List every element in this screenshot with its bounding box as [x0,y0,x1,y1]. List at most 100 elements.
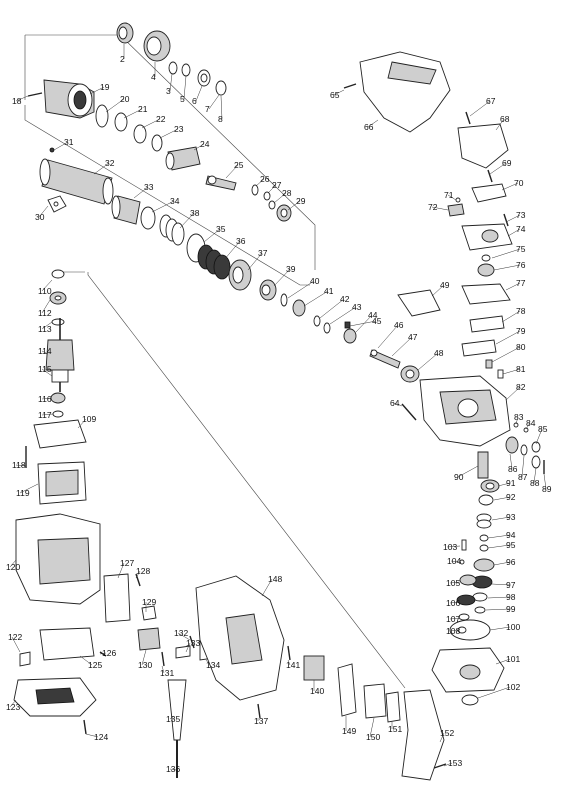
callout-label-89: 89 [542,484,552,494]
callout-label-31: 31 [64,137,74,147]
leader-line-40 [287,280,315,299]
leader-line-83 [515,416,519,425]
leader-line-113 [41,321,53,330]
part-87-ring [520,444,528,456]
callout-label-39: 39 [286,264,296,274]
leader-line-75 [491,248,521,259]
callout-label-25: 25 [234,160,244,170]
leader-line-92 [493,496,511,501]
part-85-ring [531,441,541,453]
callout-label-19: 19 [100,82,110,92]
leader-line-36 [223,240,241,261]
callout-label-152: 152 [440,728,454,738]
callout-label-136: 136 [166,764,180,774]
callout-label-86: 86 [508,464,518,474]
leader-line-98 [487,596,511,599]
callout-label-94: 94 [506,530,516,540]
part-112-bearing [49,291,67,305]
callout-label-85: 85 [538,424,548,434]
leader-line-68 [495,118,505,131]
part-124-screw [83,719,87,735]
part-101-gear-plate [431,647,505,693]
leader-line-152 [439,732,445,743]
leader-line-88 [533,467,537,484]
callout-label-126: 126 [102,648,116,658]
leader-line-67 [469,100,491,117]
leader-line-21 [123,108,143,119]
part-107-ring [458,613,470,621]
leader-line-38 [179,212,195,229]
leader-line-99 [485,608,511,611]
part-26-ring [251,184,259,196]
part-152-handle-cover [401,689,445,781]
leader-line-95 [487,544,511,549]
leader-line-26 [255,178,265,187]
callout-label-41: 41 [324,286,334,296]
callout-label-129: 129 [142,597,156,607]
leader-line-27 [267,184,277,194]
callout-label-106: 106 [446,598,460,608]
leader-line-118 [15,464,27,467]
leader-line-122 [11,636,21,653]
part-119-field [37,461,87,505]
part-94-ring [479,534,489,542]
part-81-pin [497,369,504,379]
leader-line-107 [449,617,461,620]
part-39-bearing [259,279,277,301]
part-2-seal [116,22,134,44]
callout-label-109: 109 [82,414,96,424]
part-75-ring [481,254,491,262]
callout-label-27: 27 [272,180,282,190]
leader-line-79 [495,330,521,345]
leader-line-141 [287,659,291,666]
callout-label-77: 77 [516,278,526,288]
leader-line-45 [349,320,377,327]
part-99-ring [474,606,486,614]
callout-label-75: 75 [516,244,526,254]
leader-line-120 [9,559,17,568]
callout-label-101: 101 [506,654,520,664]
part-67-screw [465,111,471,125]
part-40-ring [280,293,288,307]
part-37-change-ring [228,259,252,291]
part-150-switch [363,683,387,719]
part-43-ring [323,322,331,334]
callout-label-97: 97 [506,580,516,590]
callout-label-102: 102 [506,682,520,692]
callout-label-70: 70 [514,178,524,188]
leader-line-126 [99,652,107,655]
callout-label-93: 93 [506,512,516,522]
callout-label-33: 33 [144,182,154,192]
callout-label-84: 84 [526,418,536,428]
callout-label-117: 117 [38,410,52,420]
leader-line-86 [509,453,513,470]
callout-label-83: 83 [514,412,524,422]
callout-label-107: 107 [446,614,460,624]
part-6-ring [197,69,211,87]
callout-label-128: 128 [136,566,150,576]
callout-label-82: 82 [516,382,526,392]
part-30-plate [47,195,67,213]
callout-label-71: 71 [444,190,454,200]
leader-line-74 [507,228,521,237]
part-149-lever [337,663,357,717]
part-70-lever [471,183,507,203]
callout-label-23: 23 [174,124,184,134]
part-125-brush-holder [39,627,95,661]
callout-label-20: 20 [120,94,130,104]
callout-label-87: 87 [518,472,528,482]
callout-label-3: 3 [166,86,171,96]
leader-line-23 [159,128,179,139]
part-7-ring [215,80,227,96]
leader-line-20 [105,98,125,113]
callout-label-116: 116 [38,394,52,404]
part-22-ring [133,124,147,144]
part-49-spring-clip [397,289,441,317]
part-74-plate [461,223,513,251]
leader-line-66 [367,119,379,128]
leader-line-80 [491,346,521,363]
callout-label-98: 98 [506,592,516,602]
